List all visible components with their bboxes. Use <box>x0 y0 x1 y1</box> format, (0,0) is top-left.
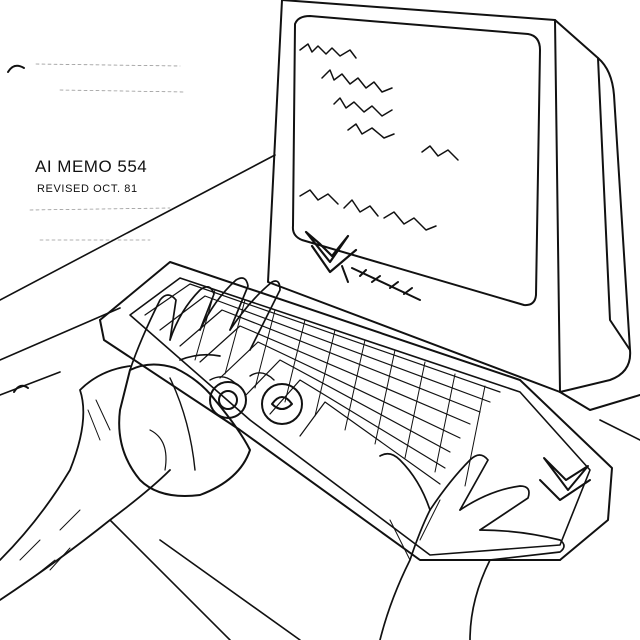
screen-glyph-text <box>299 43 459 231</box>
monitor-screen <box>291 15 541 307</box>
key-rows <box>144 283 501 485</box>
alien-right-hand <box>379 452 565 640</box>
monitor-front-bezel <box>267 0 561 393</box>
monitor-side <box>554 19 632 393</box>
alien-left-hand <box>129 277 281 371</box>
punch-hole-bottom <box>13 384 29 393</box>
memo-revised-date: REVISED OCT. 81 <box>37 183 138 195</box>
header-rules <box>29 63 186 241</box>
alien-eye-left <box>209 381 247 419</box>
monitor-logo-icon <box>304 230 350 264</box>
memo-title: AI MEMO 554 <box>35 157 148 176</box>
alien-eye-right <box>261 383 303 425</box>
keyboard-logo-icon <box>539 457 591 501</box>
keyboard-bottom-edge <box>99 319 561 561</box>
computer-monitor <box>267 0 640 411</box>
keyboard-top-edge <box>99 261 613 561</box>
alien-left-arm <box>0 365 171 601</box>
alien-head <box>118 363 303 497</box>
monitor-brand-mark <box>341 265 421 301</box>
desk <box>0 154 640 640</box>
keyboard <box>99 261 613 561</box>
punch-hole-top <box>7 64 25 73</box>
